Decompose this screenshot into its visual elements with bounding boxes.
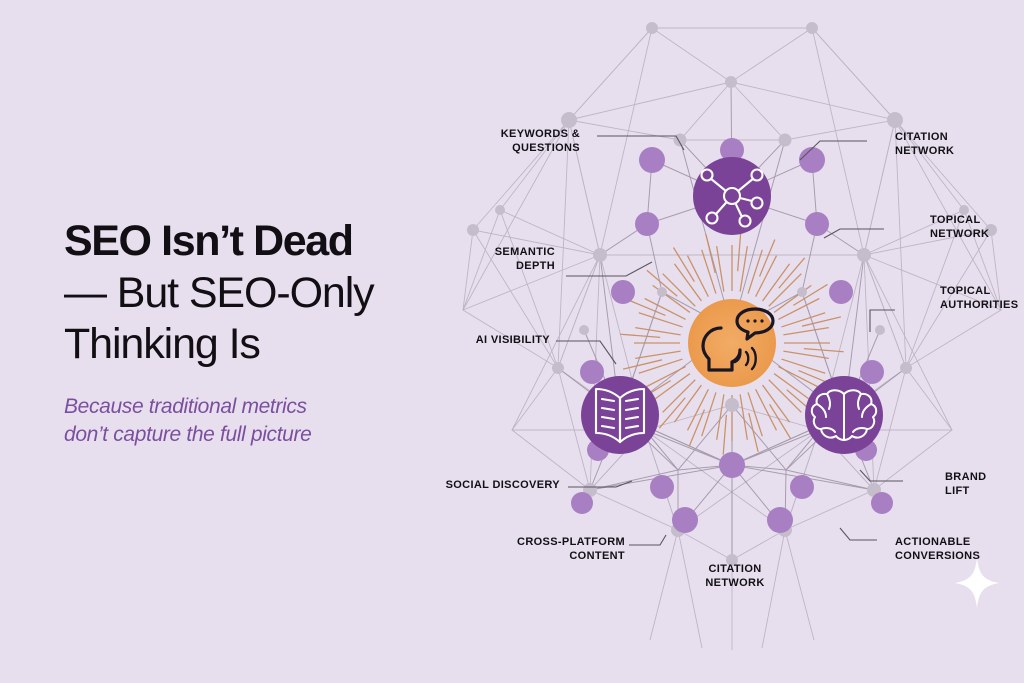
callout-actionable-conversions: ACTIONABLE CONVERSIONS [895, 536, 981, 562]
callout-brand-lift: BRAND LIFT [945, 471, 987, 497]
headline-line-1: SEO Isn’t Dead [64, 217, 354, 265]
center-rays [620, 231, 844, 455]
network-graphic [462, 22, 1002, 650]
callout-citation-network-top: CITATION NETWORK [895, 131, 955, 157]
center-speaking-head[interactable] [688, 299, 776, 387]
subtitle: Because traditional metrics don’t captur… [64, 393, 464, 448]
callout-semantic-depth: SEMANTIC DEPTH [494, 246, 555, 272]
callout-leader-lines [556, 135, 903, 546]
callout-cross-platform-content: CROSS-PLATFORM CONTENT [517, 536, 625, 562]
text-panel: SEO Isn’t Dead — But SEO-Only Thinking I… [64, 216, 464, 448]
callout-ai-visibility: AI VISIBILITY [475, 334, 550, 346]
page-title: SEO Isn’t Dead — But SEO-Only Thinking I… [64, 216, 464, 371]
subtitle-line-1: Because traditional metrics [64, 394, 307, 418]
subtitle-line-2: don’t capture the full picture [64, 422, 312, 446]
headline-line-3: Thinking Is [64, 320, 261, 369]
hub-brain[interactable] [805, 376, 883, 454]
callout-topical-network: TOPICAL NETWORK [930, 214, 990, 240]
headline-line-2: — But SEO-Only [64, 268, 375, 317]
callout-citation-network-bottom: CITATION NETWORK [705, 563, 765, 589]
network-diagram: KEYWORDS & QUESTIONS SEMANTIC DEPTH AI V… [440, 0, 1024, 683]
sparkle-icon [955, 558, 999, 608]
hub-open-book[interactable] [581, 376, 659, 454]
callout-social-discovery: SOCIAL DISCOVERY [445, 479, 560, 491]
hub-network-nodes[interactable] [693, 157, 771, 235]
callout-keywords-questions: KEYWORDS & QUESTIONS [500, 128, 580, 154]
purple-nodes [571, 138, 893, 533]
callout-topical-authorities: TOPICAL AUTHORITIES [940, 285, 1019, 311]
